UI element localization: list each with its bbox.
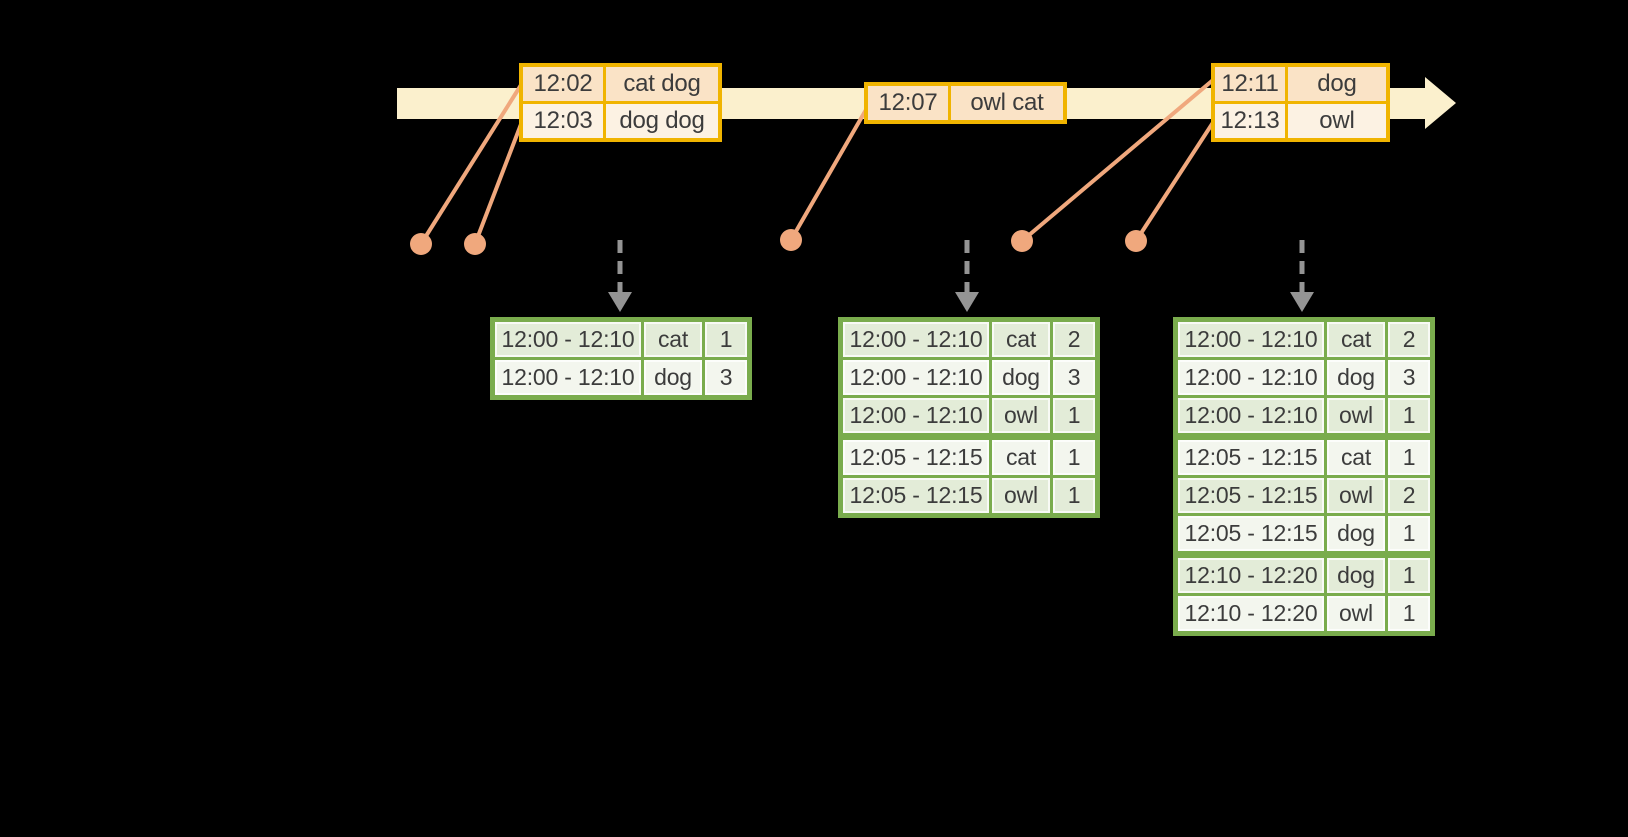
count-cell: 1 bbox=[1385, 593, 1434, 635]
result-row: 12:10 - 12:20 owl 1 bbox=[1174, 593, 1434, 635]
event-row: 12:02 cat dog bbox=[519, 63, 722, 104]
count-cell: 3 bbox=[1050, 357, 1099, 398]
event-words-cell: owl cat bbox=[948, 82, 1067, 124]
word-cell: cat bbox=[1324, 318, 1388, 360]
event-dot-icon bbox=[1125, 230, 1147, 252]
result-row: 12:00 - 12:10 dog 3 bbox=[491, 357, 751, 399]
count-cell: 1 bbox=[1385, 395, 1434, 438]
word-cell: owl bbox=[989, 475, 1053, 517]
count-cell: 1 bbox=[1050, 395, 1099, 438]
word-cell: owl bbox=[1324, 475, 1388, 516]
word-cell: cat bbox=[989, 433, 1053, 478]
event-row: 12:11 dog bbox=[1211, 63, 1390, 104]
window-cell: 12:00 - 12:10 bbox=[1174, 318, 1327, 360]
count-cell: 2 bbox=[1385, 318, 1434, 360]
count-cell: 3 bbox=[702, 357, 751, 399]
window-cell: 12:05 - 12:15 bbox=[1174, 513, 1327, 556]
result-row: 12:05 - 12:15 dog 1 bbox=[1174, 513, 1434, 556]
event-words-cell: dog bbox=[1285, 63, 1390, 104]
word-cell: dog bbox=[1324, 513, 1388, 556]
result-row: 12:00 - 12:10 cat 2 bbox=[839, 318, 1099, 360]
word-cell: owl bbox=[1324, 593, 1388, 635]
result-row: 12:05 - 12:15 owl 1 bbox=[839, 475, 1099, 517]
window-cell: 12:05 - 12:15 bbox=[839, 433, 992, 478]
window-cell: 12:00 - 12:10 bbox=[839, 357, 992, 398]
count-cell: 3 bbox=[1385, 357, 1434, 398]
window-cell: 12:00 - 12:10 bbox=[1174, 357, 1327, 398]
event-row: 12:07 owl cat bbox=[864, 82, 1067, 124]
event-marker-line bbox=[419, 83, 523, 246]
event-marker-line bbox=[789, 107, 869, 241]
window-cell: 12:00 - 12:10 bbox=[491, 357, 644, 399]
event-dot-icon bbox=[410, 233, 432, 255]
window-cell: 12:00 - 12:10 bbox=[839, 395, 992, 438]
word-cell: dog bbox=[989, 357, 1053, 398]
window-cell: 12:00 - 12:10 bbox=[491, 318, 644, 360]
event-dot-icon bbox=[464, 233, 486, 255]
event-marker-line bbox=[473, 118, 525, 245]
window-cell: 12:00 - 12:10 bbox=[1174, 395, 1327, 438]
trigger-arrow-icon bbox=[1290, 240, 1314, 312]
result-row: 12:00 - 12:10 owl 1 bbox=[1174, 395, 1434, 438]
result-row: 12:05 - 12:15 cat 1 bbox=[1174, 433, 1434, 478]
count-cell: 2 bbox=[1385, 475, 1434, 516]
event-table-2: 12:07 owl cat bbox=[864, 82, 1067, 124]
count-cell: 2 bbox=[1050, 318, 1099, 360]
result-row: 12:00 - 12:10 dog 3 bbox=[1174, 357, 1434, 398]
event-time-cell: 12:03 bbox=[519, 101, 606, 142]
event-time-cell: 12:02 bbox=[519, 63, 606, 104]
event-dot-icon bbox=[1011, 230, 1033, 252]
trigger-arrow-icon bbox=[955, 240, 979, 312]
timeline-arrowhead-icon bbox=[1425, 77, 1456, 129]
word-cell: cat bbox=[641, 318, 705, 360]
count-cell: 1 bbox=[1385, 551, 1434, 596]
event-time-cell: 12:07 bbox=[864, 82, 951, 124]
result-table-1: 12:00 - 12:10 cat 1 12:00 - 12:10 dog 3 bbox=[490, 317, 752, 400]
window-cell: 12:05 - 12:15 bbox=[1174, 475, 1327, 516]
event-marker-line bbox=[1134, 119, 1216, 243]
event-time-cell: 12:11 bbox=[1211, 63, 1288, 104]
word-cell: dog bbox=[1324, 357, 1388, 398]
word-cell: dog bbox=[1324, 551, 1388, 596]
count-cell: 1 bbox=[1385, 433, 1434, 478]
window-cell: 12:05 - 12:15 bbox=[1174, 433, 1327, 478]
event-table-1: 12:02 cat dog 12:03 dog dog bbox=[519, 63, 722, 142]
event-marker-dots bbox=[410, 229, 1147, 255]
event-dot-icon bbox=[780, 229, 802, 251]
trigger-arrows bbox=[608, 240, 1314, 312]
count-cell: 1 bbox=[1385, 513, 1434, 556]
count-cell: 1 bbox=[1050, 475, 1099, 517]
event-table-3: 12:11 dog 12:13 owl bbox=[1211, 63, 1390, 142]
count-cell: 1 bbox=[702, 318, 751, 360]
result-row: 12:00 - 12:10 dog 3 bbox=[839, 357, 1099, 398]
event-words-cell: cat dog bbox=[603, 63, 722, 104]
word-cell: owl bbox=[989, 395, 1053, 438]
count-cell: 1 bbox=[1050, 433, 1099, 478]
event-words-cell: owl bbox=[1285, 101, 1390, 142]
word-cell: cat bbox=[989, 318, 1053, 360]
event-row: 12:03 dog dog bbox=[519, 101, 722, 142]
event-marker-lines bbox=[419, 78, 1216, 246]
word-cell: owl bbox=[1324, 395, 1388, 438]
word-cell: cat bbox=[1324, 433, 1388, 478]
result-row: 12:00 - 12:10 cat 1 bbox=[491, 318, 751, 360]
result-table-3: 12:00 - 12:10 cat 2 12:00 - 12:10 dog 3 … bbox=[1173, 317, 1435, 636]
result-row: 12:10 - 12:20 dog 1 bbox=[1174, 551, 1434, 596]
result-row: 12:00 - 12:10 owl 1 bbox=[839, 395, 1099, 438]
window-cell: 12:05 - 12:15 bbox=[839, 475, 992, 517]
event-words-cell: dog dog bbox=[603, 101, 722, 142]
event-marker-line bbox=[1020, 78, 1215, 243]
result-row: 12:05 - 12:15 owl 2 bbox=[1174, 475, 1434, 516]
result-table-2: 12:00 - 12:10 cat 2 12:00 - 12:10 dog 3 … bbox=[838, 317, 1100, 518]
window-cell: 12:00 - 12:10 bbox=[839, 318, 992, 360]
word-cell: dog bbox=[641, 357, 705, 399]
event-row: 12:13 owl bbox=[1211, 101, 1390, 142]
window-cell: 12:10 - 12:20 bbox=[1174, 551, 1327, 596]
window-cell: 12:10 - 12:20 bbox=[1174, 593, 1327, 635]
result-row: 12:05 - 12:15 cat 1 bbox=[839, 433, 1099, 478]
event-time-cell: 12:13 bbox=[1211, 101, 1288, 142]
result-row: 12:00 - 12:10 cat 2 bbox=[1174, 318, 1434, 360]
trigger-arrow-icon bbox=[608, 240, 632, 312]
